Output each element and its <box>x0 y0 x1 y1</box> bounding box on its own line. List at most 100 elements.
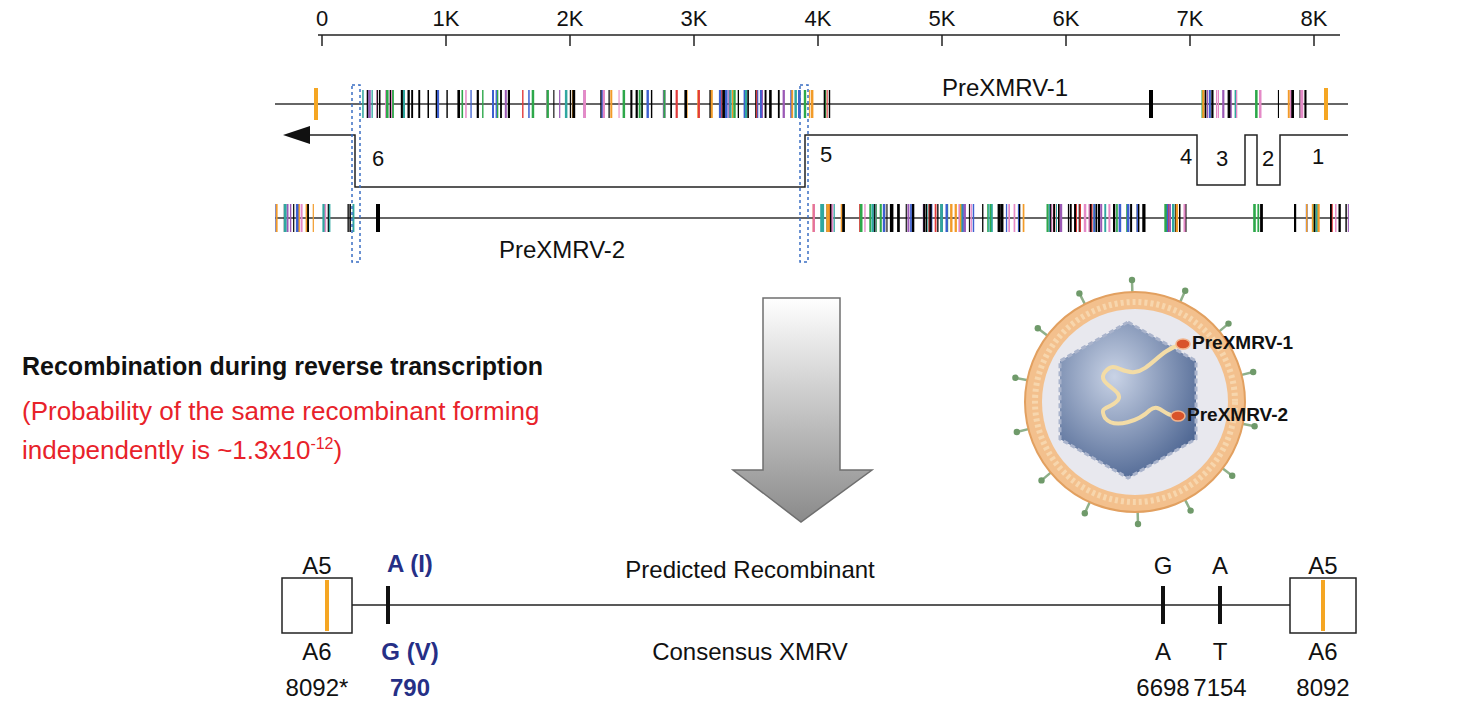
axis-tick <box>693 35 695 46</box>
mutation-stripe <box>757 90 759 118</box>
mutation-stripe <box>532 90 535 118</box>
segment-number: 3 <box>1216 146 1228 171</box>
mutation-stripe <box>891 204 894 232</box>
mutation-stripe <box>546 90 548 118</box>
mutation-stripe <box>1179 204 1181 232</box>
mutation-stripe <box>1137 204 1140 232</box>
mutation-stripe <box>955 204 957 232</box>
axis-label: 4K <box>805 6 832 31</box>
mutation-stripe <box>436 90 439 118</box>
orange-marker <box>1324 88 1328 120</box>
mutation-stripe <box>829 90 830 118</box>
mutation-stripe <box>1098 204 1100 232</box>
mutation-stripe <box>1108 204 1110 232</box>
mutation-stripe <box>600 90 602 118</box>
mutation-stripe <box>390 90 391 118</box>
mutation-stripe <box>446 90 447 118</box>
track-label: PreXMRV-1 <box>942 74 1068 102</box>
mutation-stripe <box>990 204 991 232</box>
mutation-stripe <box>1202 90 1204 118</box>
mutation-stripe <box>778 90 780 118</box>
mutation-stripe <box>348 204 349 232</box>
mutation-stripe <box>528 90 530 118</box>
ltr-label: A5 <box>302 552 331 580</box>
mutation-stripe <box>1300 90 1302 118</box>
mutation-stripe <box>973 204 975 232</box>
mutation-stripe <box>937 204 938 232</box>
mutation-stripe <box>1056 204 1057 232</box>
position-number: 8092* <box>286 674 349 702</box>
mutation-stripe <box>811 90 814 118</box>
mutation-stripe <box>1255 90 1256 118</box>
mutation-stripe <box>1345 204 1346 232</box>
mutation-stripe <box>1079 204 1081 232</box>
mutation-stripe <box>926 204 927 232</box>
mutation-stripe <box>1259 90 1262 118</box>
mutation-stripe <box>284 204 287 232</box>
axis-label: 8K <box>1301 6 1328 31</box>
mutation-stripe <box>709 90 710 118</box>
mutation-stripe <box>964 204 965 232</box>
mutation-stripe <box>623 90 626 118</box>
probability-note: (Probability of the same recombinant for… <box>22 396 539 465</box>
mutation-stripe <box>1079 204 1081 232</box>
mutation-stripe <box>508 90 510 118</box>
mutation-stripe <box>1207 90 1209 118</box>
mutation-stripe <box>824 90 826 118</box>
mutation-stripe <box>710 90 713 118</box>
mutation-stripe <box>1014 204 1016 232</box>
mutation-stripe <box>929 204 932 232</box>
mutation-stripe <box>1127 204 1130 232</box>
mutation-stripe <box>1008 204 1010 232</box>
mutation-stripe <box>301 204 303 232</box>
mutation-stripe <box>418 90 420 118</box>
mutation-stripe <box>1222 90 1224 118</box>
mutation-stripe <box>623 90 624 118</box>
recombination-path <box>300 135 1348 187</box>
mutation-stripe <box>329 204 331 232</box>
mutation-stripe <box>1330 204 1333 232</box>
mutation-stripe <box>1094 204 1096 232</box>
mutation-stripe <box>647 90 649 118</box>
mutation-stripe <box>1184 204 1186 232</box>
axis-tick <box>445 35 447 46</box>
mutation-stripe <box>791 90 793 118</box>
mutation-stripe <box>1288 90 1290 118</box>
mutation-stripe <box>826 204 829 232</box>
mutation-stripe <box>890 204 892 232</box>
mutation-stripe <box>408 90 410 118</box>
axis-label: 6K <box>1053 6 1080 31</box>
mutation-stripe <box>1202 90 1204 118</box>
mutation-stripe <box>697 90 699 118</box>
mutation-stripe <box>1176 204 1179 232</box>
mutation-stripe <box>991 204 993 232</box>
mutation-stripe <box>765 90 767 118</box>
mutation-stripe <box>1216 90 1217 118</box>
envelope-spike <box>1014 429 1020 435</box>
mutation-stripe <box>1048 204 1049 232</box>
mutation-stripe <box>1142 204 1144 232</box>
segment-number: 4 <box>1180 144 1192 169</box>
mutation-stripe <box>1335 204 1336 232</box>
mutation-stripe <box>293 204 294 232</box>
mutation-stripe <box>755 90 757 118</box>
mutation-stripe <box>1164 204 1167 232</box>
mutation-stripe <box>663 90 666 118</box>
mutation-stripe <box>783 90 785 118</box>
mutation-stripe <box>1205 90 1207 118</box>
mutation-stripe <box>641 90 643 118</box>
mutation-stripe <box>1301 90 1303 118</box>
mutation-stripe <box>935 204 937 232</box>
mutation-stripe <box>1113 204 1115 232</box>
mutation-stripe <box>685 90 687 118</box>
mutation-stripe <box>1294 204 1296 232</box>
mutation-stripe <box>961 204 962 232</box>
position-number: 8092 <box>1296 674 1349 702</box>
mutation-stripe <box>408 90 409 118</box>
mutation-stripe <box>1137 204 1138 232</box>
snp-marker <box>1149 90 1153 118</box>
mutation-stripe <box>880 204 882 232</box>
mutation-stripe <box>367 90 368 118</box>
mutation-stripe <box>794 90 797 118</box>
orange-marker <box>325 580 329 631</box>
